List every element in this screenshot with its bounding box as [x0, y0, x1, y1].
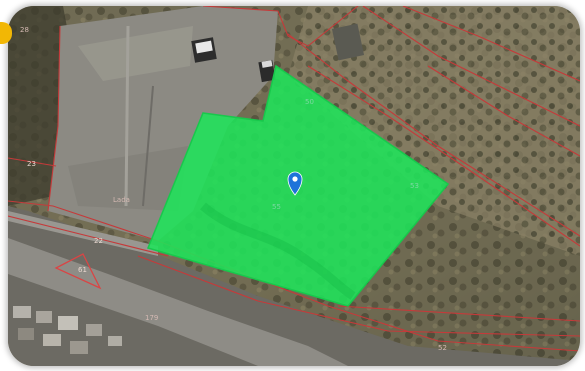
label-road-junction: 22	[94, 237, 103, 245]
lot-surface	[78, 26, 193, 81]
label-lot-caption: Lada	[113, 196, 130, 204]
label-road-lower: 179	[145, 314, 158, 322]
side-road	[8, 211, 158, 256]
label-parcel-top: 50	[305, 98, 314, 106]
triangle-plot	[54, 253, 102, 290]
road-area	[8, 206, 580, 366]
main-road	[8, 238, 348, 366]
vegetation-upper-right	[288, 6, 580, 256]
label-left-plot: 23	[27, 160, 36, 168]
lot-divider	[124, 25, 130, 207]
building-roof	[195, 40, 213, 54]
satellite-map[interactable]: 50 53 55 23 28 Lada 22 61 179 52	[8, 6, 580, 366]
map-frame[interactable]: 50 53 55 23 28 Lada 22 61 179 52	[8, 6, 580, 366]
kiosk-roof	[261, 60, 273, 68]
label-top-left: 28	[20, 26, 29, 34]
parcel-shadow-texture	[200, 202, 356, 300]
label-triangle-plot: 61	[78, 266, 87, 274]
label-parcel-right: 53	[410, 182, 419, 190]
cadastral-boundaries	[8, 6, 580, 352]
lot-surface-lower	[68, 146, 188, 211]
label-bottom-right: 52	[438, 344, 447, 352]
houses	[13, 306, 122, 354]
shed	[331, 23, 365, 61]
corner-badge	[0, 22, 12, 44]
lot-divider-2	[142, 85, 154, 207]
location-pin-icon[interactable]	[287, 171, 303, 196]
label-parcel-center: 55	[272, 203, 281, 211]
